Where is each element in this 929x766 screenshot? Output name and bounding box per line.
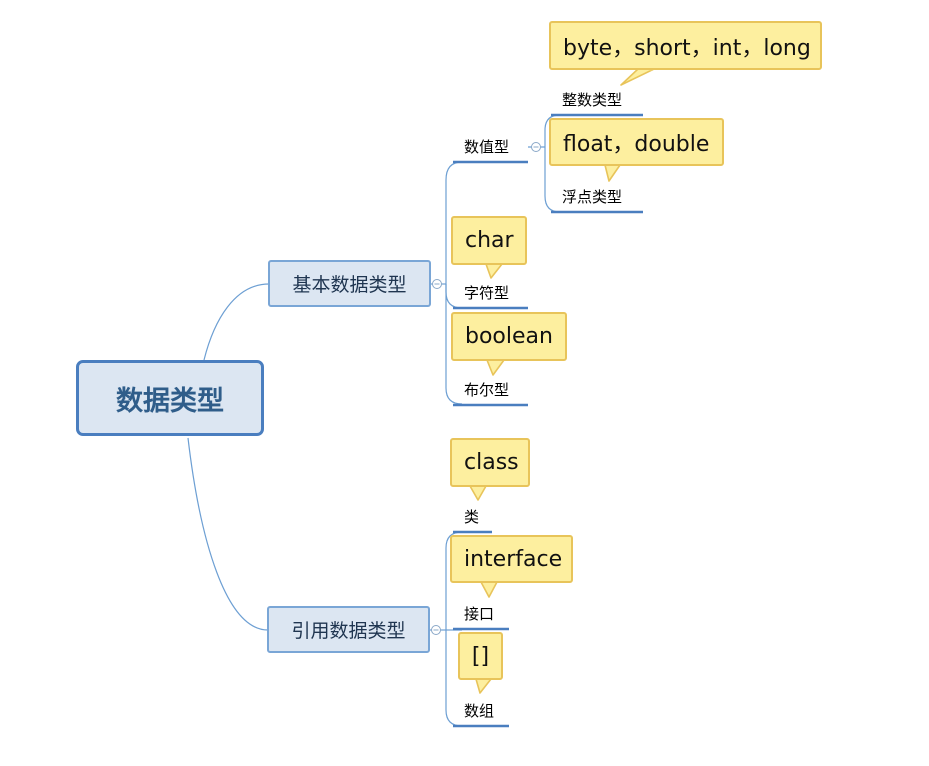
note-char[interactable]: char — [451, 216, 527, 265]
callout-tail-float — [604, 164, 621, 182]
subtopic-interface[interactable]: 接口 — [464, 605, 495, 623]
connector-root-reference — [187, 437, 269, 631]
collapse-icon-reference — [431, 625, 441, 635]
subtopic-numeric[interactable]: 数值型 — [464, 138, 510, 156]
subtopic-boolean[interactable]: 布尔型 — [464, 381, 510, 399]
topic-basic-types[interactable]: 基本数据类型 — [268, 260, 431, 307]
note-interface[interactable]: interface — [450, 535, 573, 583]
note-boolean[interactable]: boolean — [451, 312, 567, 361]
collapse-icon-numeric — [531, 142, 541, 152]
root-node[interactable]: 数据类型 — [76, 360, 264, 436]
note-class[interactable]: class — [450, 438, 530, 487]
subtopic-float[interactable]: 浮点类型 — [562, 188, 623, 206]
callout-tail-interface — [480, 581, 498, 598]
subtopic-char[interactable]: 字符型 — [464, 284, 510, 302]
subtopic-integer[interactable]: 整数类型 — [562, 91, 623, 109]
callout-tail-integer — [620, 68, 655, 86]
callout-tail-class — [469, 485, 487, 501]
collapse-icon-basic — [432, 279, 442, 289]
topic-reference-types[interactable]: 引用数据类型 — [267, 606, 430, 653]
note-float[interactable]: float，double — [549, 118, 724, 166]
callout-tail-array — [475, 678, 492, 694]
note-integer[interactable]: byte，short，int，long — [549, 21, 822, 70]
subtopic-array[interactable]: 数组 — [464, 702, 495, 720]
note-array[interactable]: [] — [458, 632, 503, 680]
connector-root-basic — [203, 283, 270, 361]
connector-basic-char — [445, 284, 463, 309]
callout-tail-boolean — [486, 359, 505, 376]
callout-tail-char — [485, 263, 503, 279]
subtopic-class[interactable]: 类 — [464, 508, 480, 526]
